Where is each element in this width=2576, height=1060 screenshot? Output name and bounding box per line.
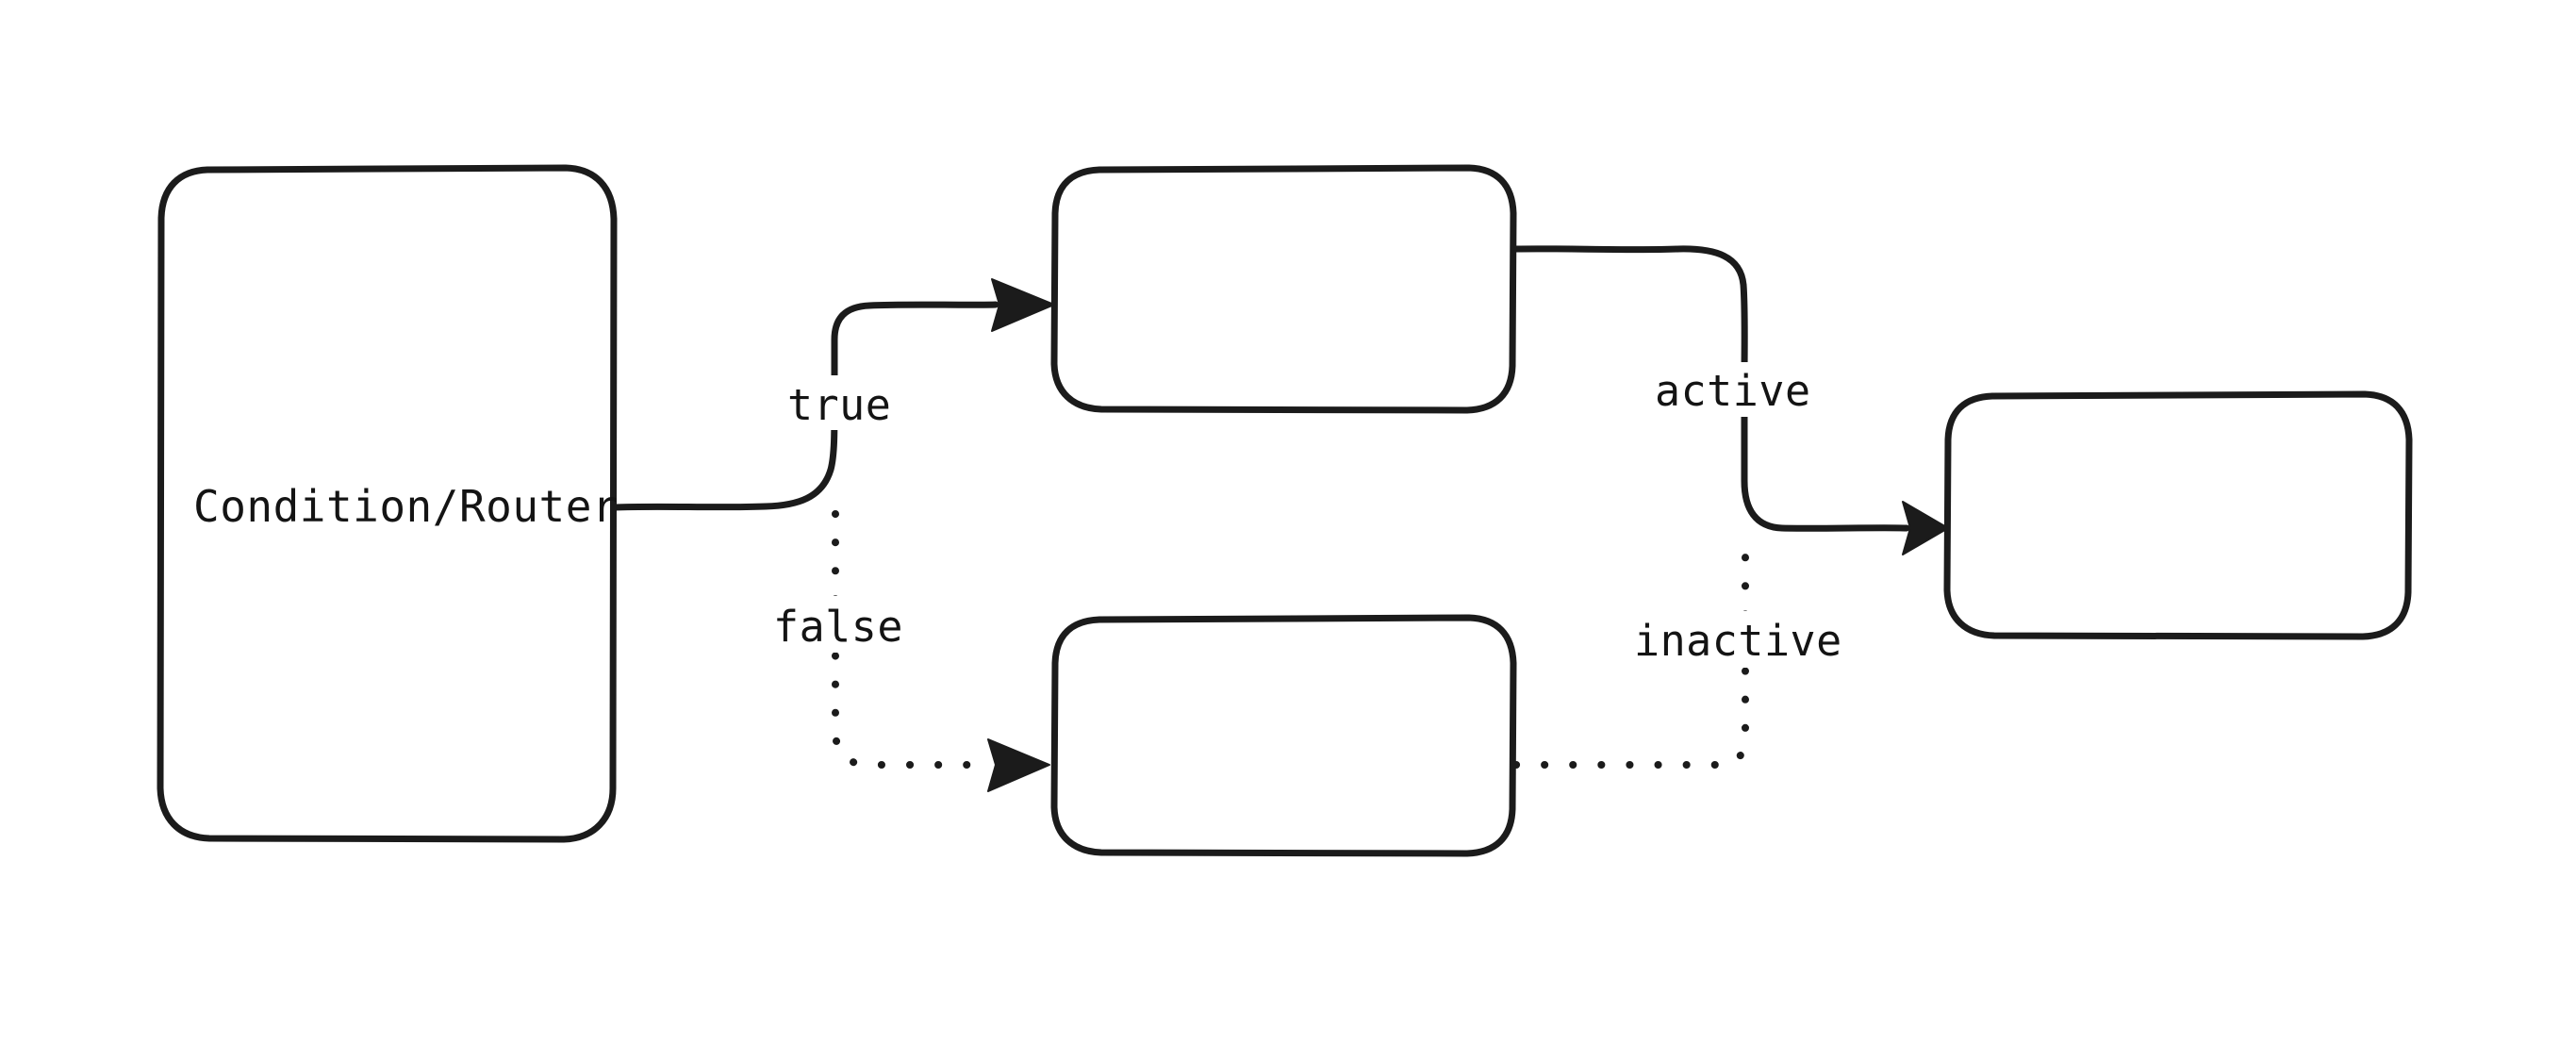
edge-label-active-backdrop (1646, 362, 1814, 417)
node-router-shape (157, 164, 618, 843)
edge-label-active: active (1646, 362, 1814, 417)
node-router-label: Condition/Router (193, 481, 619, 532)
node-false-branch[interactable] (1050, 614, 1517, 857)
edge-label-true: true (779, 375, 903, 430)
edge-label-false-backdrop (766, 596, 916, 653)
edge-label-true-backdrop (779, 375, 903, 430)
node-false-branch-shape (1050, 614, 1517, 857)
edge-router-false-arrowhead (987, 738, 1050, 792)
edge-label-false-text: false (773, 602, 903, 652)
node-true-branch-shape (1050, 164, 1517, 414)
node-true-branch[interactable] (1050, 164, 1517, 414)
edge-label-true-text: true (787, 380, 891, 430)
edge-label-false: false (766, 596, 916, 653)
edge-label-inactive: inactive (1626, 611, 1842, 668)
edge-true-merge-path (1511, 245, 1910, 532)
edge-router-false[interactable] (832, 510, 1050, 792)
edge-true-merge-arrowhead (1902, 501, 1949, 555)
edge-label-inactive-backdrop (1626, 611, 1842, 668)
edge-router-true[interactable] (611, 278, 1055, 511)
edge-router-true-arrowhead (991, 278, 1055, 332)
edge-true-merge[interactable] (1511, 245, 1949, 555)
edge-label-inactive-text: inactive (1634, 616, 1842, 666)
node-router[interactable]: Condition/Router (157, 164, 619, 843)
edge-false-merge-path (1512, 530, 1749, 769)
node-merge-target[interactable] (1943, 390, 2413, 640)
node-merge-target-shape (1943, 390, 2413, 640)
edge-false-merge[interactable] (1512, 530, 1749, 769)
edge-router-true-path (611, 301, 999, 511)
edge-label-active-text: active (1655, 366, 1811, 416)
